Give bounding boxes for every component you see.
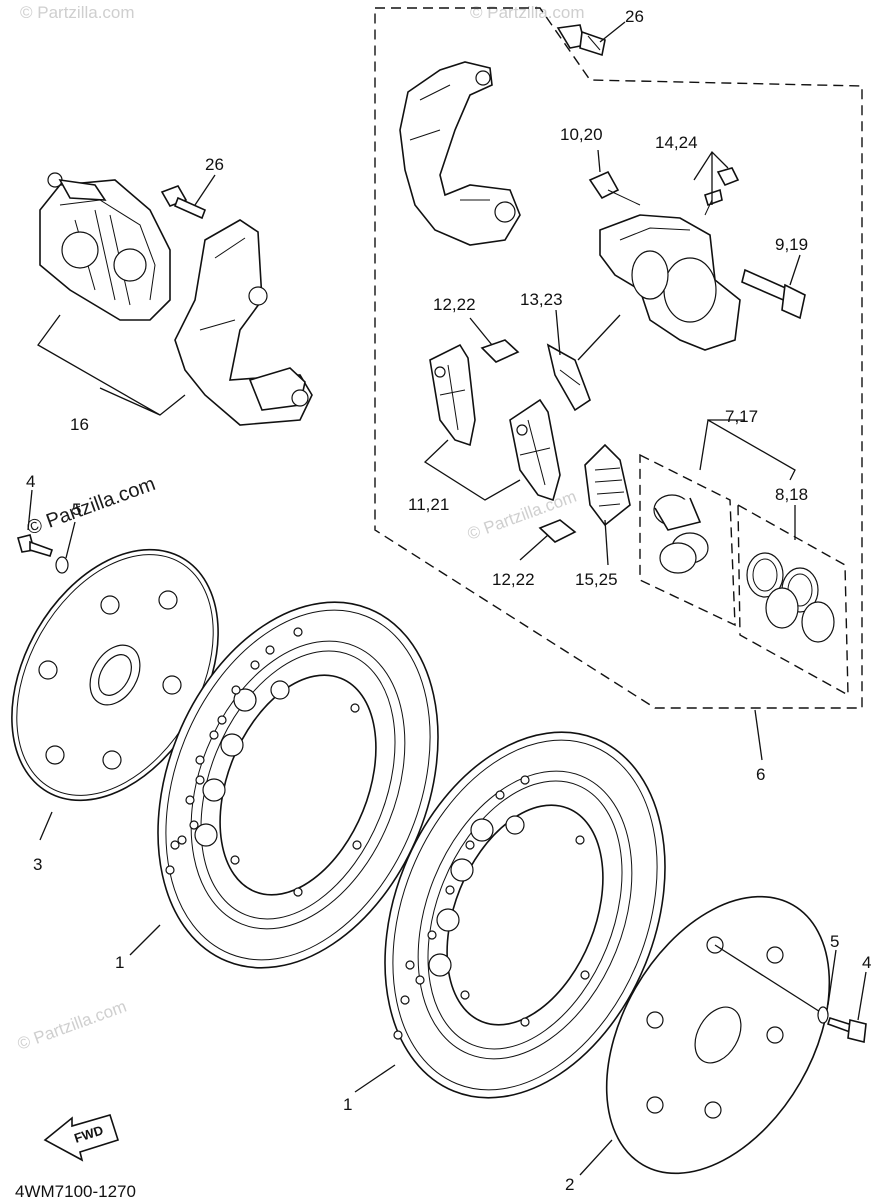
left-caliper-bracket (174, 219, 313, 426)
washer-5-right (817, 1006, 829, 1024)
callout-13-23: 13,23 (520, 290, 563, 309)
callout-1-left: 1 (115, 953, 124, 972)
leader-26-left (194, 174, 216, 206)
leader-4-left (27, 489, 33, 531)
seals-8-18 (746, 552, 835, 643)
callout-6: 6 (756, 765, 765, 784)
bleed-screw-10-20 (588, 170, 641, 206)
left-caliper-assembly (39, 172, 171, 321)
diagram-code: 4WM7100-1270 (15, 1182, 136, 1200)
leader-6 (754, 709, 763, 761)
leader-10-20 (597, 149, 601, 173)
washer-5-left (55, 556, 69, 574)
pin-bolt-9-19 (741, 268, 806, 320)
leader-15-25 (604, 519, 609, 566)
hub-cover-left (11, 548, 219, 802)
leader-5-left (65, 521, 76, 559)
piston-box (639, 453, 736, 627)
leader-5-right (827, 949, 837, 1006)
brake-disc-lower (384, 731, 666, 1099)
callout-26-top: 26 (625, 7, 644, 26)
leader-11-21 (423, 439, 521, 501)
watermark-top-center: © Partzilla.com (470, 3, 585, 22)
left-bolt-26 (160, 185, 207, 220)
leader-4-right (857, 971, 867, 1021)
hub-cover-right (605, 895, 831, 1175)
callout-4-right: 4 (862, 953, 871, 972)
callout-3: 3 (33, 855, 42, 874)
seal-box (737, 503, 849, 697)
pad-support-13-23 (546, 343, 591, 412)
bolt-4-right (826, 1016, 867, 1043)
callout-10-20: 10,20 (560, 125, 603, 144)
watermark-top-left: © Partzilla.com (20, 3, 135, 22)
callout-15-25: 15,25 (575, 570, 618, 589)
callout-5-right: 5 (830, 932, 839, 951)
callout-8-18: 8,18 (775, 485, 808, 504)
callout-12-22-bottom: 12,22 (492, 570, 535, 589)
callout-12-22-top: 12,22 (433, 295, 476, 314)
caliper-assembly-boundary (374, 7, 863, 709)
callout-4-left: 4 (26, 472, 35, 491)
right-caliper-bracket (399, 61, 521, 246)
leader-12-22-bottom (519, 534, 549, 561)
callout-9-19: 9,19 (775, 235, 808, 254)
brake-pad-outer (429, 343, 476, 447)
watermark-bottom-left: © Partzilla.com (15, 997, 129, 1054)
leader-16 (37, 314, 186, 416)
leader-13-23 (555, 309, 621, 361)
pad-shim-15-25 (584, 443, 631, 527)
watermark-main: © Partzilla.com (24, 473, 158, 540)
fwd-arrow: FWD (43, 1114, 120, 1162)
brake-disc-upper (157, 601, 439, 969)
leader-2 (579, 1139, 613, 1176)
callout-5-left: 5 (72, 500, 81, 519)
leader-26-top (599, 21, 626, 43)
right-bolt-26 (556, 24, 606, 57)
screw-cap-14-24 (704, 167, 740, 216)
callout-26-left: 26 (205, 155, 224, 174)
callout-11-21: 11,21 (408, 495, 449, 514)
callout-7-17: 7,17 (725, 407, 758, 426)
pad-support-12-22-bottom (538, 519, 577, 543)
leader-1-bottom (354, 1064, 396, 1093)
callout-14-24: 14,24 (655, 133, 698, 152)
callout-2: 2 (565, 1175, 574, 1194)
leader-12-22-top (469, 317, 493, 346)
caliper-body (599, 214, 741, 351)
leader-7-17 (699, 418, 796, 481)
leader-9-19 (789, 254, 801, 286)
callout-1-bottom: 1 (343, 1095, 352, 1114)
piston-7-17 (653, 494, 709, 574)
bolt-4-left (17, 534, 54, 557)
leader-1-left (129, 924, 161, 956)
brake-pad-inner (509, 398, 561, 502)
leader-hub-to-washer (714, 944, 826, 1016)
pad-spring-12-22-top (480, 339, 520, 363)
callout-16: 16 (70, 415, 89, 434)
leader-14-24 (693, 150, 729, 205)
leader-3 (39, 811, 53, 841)
